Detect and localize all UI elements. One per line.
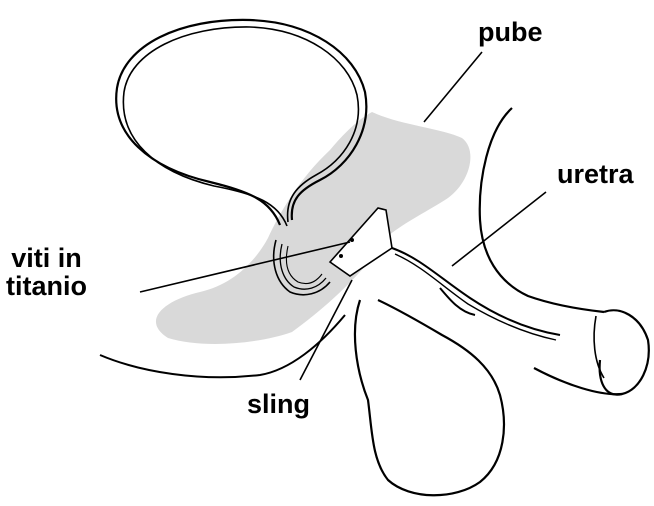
label-viti-line2: titanio bbox=[6, 272, 87, 300]
leader-pube bbox=[424, 52, 482, 122]
label-viti-line1: viti in bbox=[6, 244, 87, 272]
leader-uretra bbox=[452, 192, 546, 266]
label-sling: sling bbox=[247, 390, 310, 418]
screw-dot-2 bbox=[339, 254, 343, 258]
label-uretra: uretra bbox=[557, 160, 634, 188]
glans-inner bbox=[594, 316, 604, 378]
urethra-path bbox=[392, 248, 560, 335]
pubic-bone-shape bbox=[156, 112, 470, 344]
glans-outline bbox=[600, 310, 649, 394]
label-viti-in-titanio: viti in titanio bbox=[6, 244, 87, 301]
shaft-lower bbox=[534, 368, 622, 394]
scrotum-outline bbox=[355, 300, 504, 495]
thigh-line bbox=[440, 288, 475, 315]
label-pube: pube bbox=[478, 18, 543, 46]
screw-dot-1 bbox=[350, 238, 354, 242]
penis-outline bbox=[480, 108, 604, 312]
